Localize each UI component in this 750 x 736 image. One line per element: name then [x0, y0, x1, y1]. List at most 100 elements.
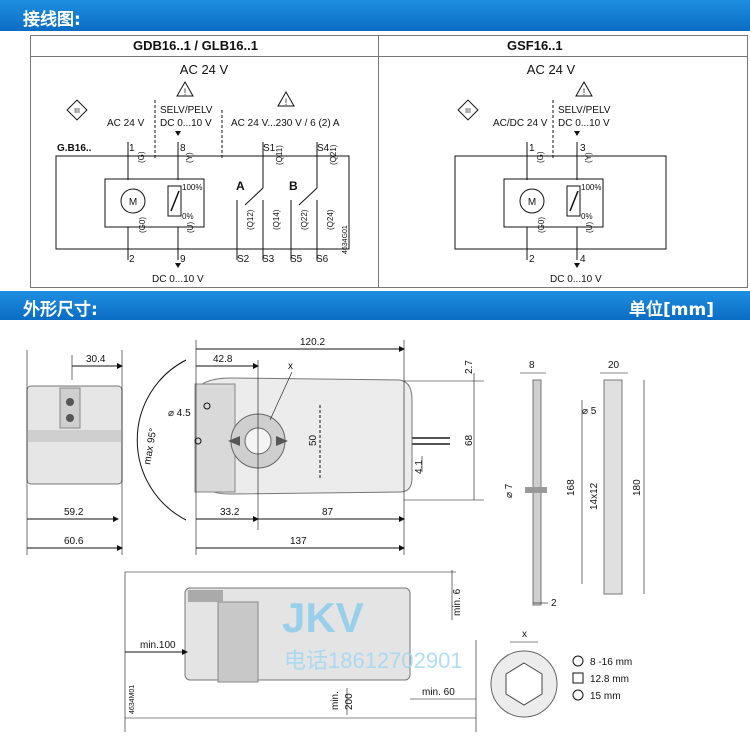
- wiring-header-band: 接线图:: [0, 0, 750, 31]
- svg-text:4: 4: [580, 254, 586, 265]
- svg-text:1: 1: [129, 143, 135, 154]
- warning-icon: !: [575, 80, 593, 97]
- warning-icon: !: [277, 90, 295, 107]
- svg-text:III: III: [465, 108, 471, 115]
- svg-text:68: 68: [464, 434, 475, 446]
- dimensions-header-title: 外形尺寸:: [23, 300, 98, 320]
- svg-text:⌀ 4.5: ⌀ 4.5: [168, 408, 191, 419]
- class-three-icon: III: [457, 99, 479, 121]
- front-view: max 95° ⌀ 4.5 x 42.8 120.2 33.2 87 137 5…: [136, 337, 484, 555]
- svg-text:(Q12): (Q12): [246, 209, 255, 230]
- svg-text:(G0): (G0): [537, 217, 546, 233]
- svg-text:15 mm: 15 mm: [590, 691, 621, 702]
- svg-text:2: 2: [529, 254, 535, 265]
- svg-text:(G): (G): [536, 151, 545, 163]
- left-wiring-diagram: AC 24 V III ! ! AC 24 V SELV/PELV DC 0..…: [55, 62, 350, 285]
- svg-text:S5: S5: [290, 254, 303, 265]
- right-supply-label: AC 24 V: [527, 62, 576, 77]
- round-shaft-icon: [572, 655, 584, 667]
- svg-text:1: 1: [529, 143, 535, 154]
- warning-icon: !: [176, 80, 194, 97]
- left-dc-bottom-label: DC 0...10 V: [152, 274, 204, 285]
- svg-text:min. 60: min. 60: [422, 687, 455, 698]
- svg-text:100%: 100%: [581, 183, 601, 192]
- svg-text:(Y): (Y): [185, 152, 194, 163]
- svg-text:A: A: [236, 179, 245, 193]
- svg-text:42.8: 42.8: [213, 354, 233, 365]
- svg-text:168: 168: [566, 479, 577, 496]
- svg-text:8 -16 mm: 8 -16 mm: [590, 657, 632, 668]
- svg-text:电话18612702901: 电话18612702901: [284, 648, 463, 673]
- panel-divider: [378, 36, 379, 287]
- svg-text:M: M: [528, 197, 536, 208]
- svg-text:2: 2: [129, 254, 135, 265]
- right-selv-label: SELV/PELV: [558, 105, 611, 116]
- svg-text:3: 3: [580, 143, 586, 154]
- svg-text:137: 137: [290, 536, 307, 547]
- svg-text:100%: 100%: [182, 183, 202, 192]
- left-model-title: GDB16..1 / GLB16..1: [133, 38, 258, 53]
- clearance-view: min. 6 min.100 min. 200 min. 60 4634M01: [124, 570, 477, 732]
- svg-text:4634G01: 4634G01: [342, 225, 349, 254]
- svg-text:(Q14): (Q14): [272, 209, 281, 230]
- svg-text:12.8 mm: 12.8 mm: [590, 674, 629, 685]
- svg-text:30.4: 30.4: [86, 354, 106, 365]
- svg-text:(Q24): (Q24): [326, 209, 335, 230]
- left-dc-top-label: DC 0...10 V: [160, 118, 212, 129]
- svg-text:!: !: [583, 87, 586, 97]
- watermark: JKV 电话18612702901: [282, 594, 463, 673]
- svg-text:x: x: [288, 361, 293, 372]
- dimensions-header-band: 外形尺寸: 单位[mm]: [0, 291, 750, 320]
- svg-text:59.2: 59.2: [64, 507, 84, 518]
- svg-text:S1: S1: [263, 143, 276, 154]
- mounting-bracket: 20 ⌀ 5 168 14x12 180: [566, 360, 645, 595]
- motor-icon: [120, 188, 146, 214]
- left-supply-label: AC 24 V: [180, 62, 229, 77]
- svg-text:120.2: 120.2: [300, 337, 325, 348]
- svg-text:0%: 0%: [581, 212, 593, 221]
- dimension-drawings: 30.4 59.2 60.6 max 95° ⌀ 4.5 x 42.8: [26, 337, 645, 732]
- svg-text:S2: S2: [237, 254, 250, 265]
- svg-text:B: B: [289, 179, 298, 193]
- svg-text:(G0): (G0): [138, 217, 147, 233]
- svg-text:min. 6: min. 6: [452, 588, 463, 616]
- svg-text:S3: S3: [262, 254, 275, 265]
- side-view: 30.4 59.2 60.6: [26, 350, 123, 555]
- dimensions-unit-label: 单位[mm]: [629, 300, 714, 320]
- svg-text:max 95°: max 95°: [142, 427, 159, 465]
- svg-text:87: 87: [322, 507, 334, 518]
- right-actuator-box: [454, 155, 667, 250]
- svg-text:M: M: [129, 197, 137, 208]
- svg-text:0%: 0%: [182, 212, 194, 221]
- svg-text:!: !: [285, 97, 288, 107]
- svg-text:⌀ 7: ⌀ 7: [504, 483, 515, 498]
- left-ac-label: AC 24 V: [107, 118, 145, 129]
- svg-text:x: x: [522, 629, 527, 640]
- svg-text:III: III: [74, 108, 80, 115]
- svg-text:180: 180: [632, 479, 643, 496]
- left-selv-label: SELV/PELV: [160, 105, 213, 116]
- class-three-icon: III: [66, 99, 88, 121]
- motor-icon: [519, 188, 545, 214]
- svg-text:(Q22): (Q22): [300, 209, 309, 230]
- svg-text:50: 50: [308, 434, 319, 446]
- svg-text:8: 8: [529, 360, 535, 371]
- svg-text:4634M01: 4634M01: [129, 685, 136, 714]
- svg-text:min.: min.: [330, 691, 341, 710]
- wiring-header-title: 接线图:: [23, 10, 81, 30]
- svg-text:2.7: 2.7: [464, 360, 475, 374]
- svg-text:JKV: JKV: [282, 594, 364, 641]
- round-shaft-icon: [572, 689, 584, 701]
- svg-text:(G): (G): [137, 151, 146, 163]
- svg-text:S4: S4: [317, 143, 330, 154]
- panel-header-rule: [31, 56, 747, 57]
- square-shaft-icon: [572, 672, 584, 684]
- svg-text:!: !: [184, 87, 187, 97]
- right-dc-top-label: DC 0...10 V: [558, 118, 610, 129]
- svg-text:⌀ 5: ⌀ 5: [582, 406, 597, 417]
- svg-text:min.100: min.100: [140, 640, 176, 651]
- left-aux-label: AC 24 V...230 V / 6 (2) A: [231, 118, 340, 129]
- svg-text:2: 2: [551, 598, 557, 609]
- svg-text:200: 200: [344, 693, 355, 710]
